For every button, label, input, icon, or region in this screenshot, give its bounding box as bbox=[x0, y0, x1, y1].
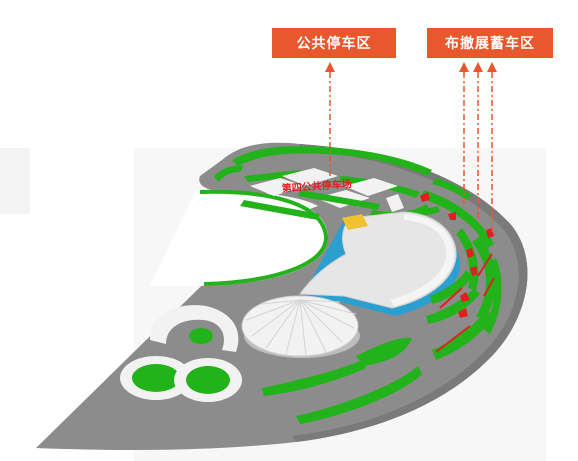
parking-pad-5 bbox=[386, 194, 404, 212]
exhibit-parking-label: 布撤展蓄车区 bbox=[427, 28, 553, 58]
green-oval-left bbox=[132, 364, 180, 392]
white-loop-ring bbox=[150, 305, 239, 352]
guide-arrowheads bbox=[325, 62, 497, 72]
green-strip-right-1 bbox=[420, 190, 494, 248]
parking-pad-2 bbox=[282, 168, 338, 186]
green-belt-bottom-3 bbox=[356, 337, 412, 366]
green-strip-right-6 bbox=[432, 310, 494, 360]
ground-rim bbox=[292, 144, 528, 442]
arrowhead-public bbox=[325, 62, 335, 72]
ground-notch bbox=[150, 189, 329, 286]
building-roof bbox=[299, 211, 457, 309]
green-strip-top-5 bbox=[432, 178, 472, 200]
green-strip-top-2 bbox=[214, 165, 244, 182]
parking-pad-4 bbox=[344, 178, 398, 196]
green-oval-small bbox=[189, 328, 213, 344]
green-belt-bottom-1 bbox=[262, 360, 366, 396]
red-lane-labels bbox=[435, 253, 495, 353]
arrowhead-exhibit-3 bbox=[487, 62, 497, 72]
green-strip-top-3 bbox=[244, 170, 302, 182]
red-direction-markers bbox=[420, 192, 494, 318]
dome bbox=[241, 295, 359, 357]
arrowhead-exhibit-1 bbox=[459, 62, 469, 72]
dome-ribs bbox=[245, 299, 357, 357]
green-oval-right bbox=[186, 366, 230, 394]
green-belt-bottom-2 bbox=[296, 366, 422, 424]
background-panel-left bbox=[0, 148, 30, 214]
notch-green-edge bbox=[199, 189, 329, 286]
building-entrance-yellow bbox=[342, 214, 368, 230]
parking-pad-1 bbox=[250, 178, 304, 196]
parking-green-row-2 bbox=[298, 190, 380, 210]
green-strip-right-7 bbox=[484, 258, 502, 334]
arrowhead-exhibit-2 bbox=[473, 62, 483, 72]
building-roof-highlight bbox=[390, 214, 455, 306]
green-strip-right-4 bbox=[430, 270, 472, 304]
guide-lines bbox=[329, 72, 493, 232]
green-strip-top-1 bbox=[232, 146, 432, 176]
parking-green-row-1 bbox=[240, 200, 320, 220]
public-parking-label: 公共停车区 bbox=[272, 28, 396, 58]
